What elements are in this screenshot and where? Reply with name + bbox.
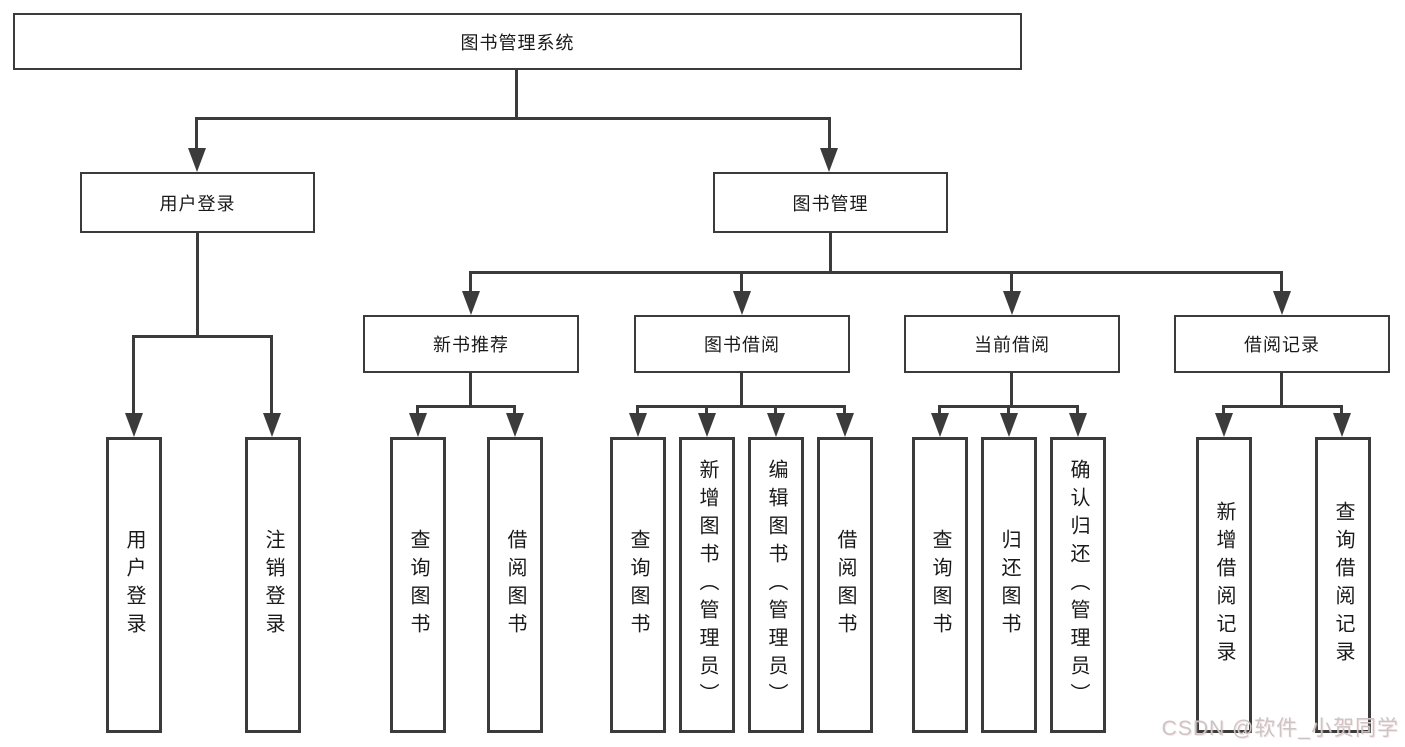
arrowhead-icon	[1000, 413, 1018, 437]
node-borrow-records: 借阅记录	[1174, 315, 1390, 373]
connector	[1076, 405, 1079, 415]
connector	[1010, 373, 1013, 408]
leaf-query-book-borrowing: 查询图书	[610, 437, 666, 733]
arrowhead-icon	[1333, 413, 1351, 437]
arrowhead-icon	[409, 413, 427, 437]
connector	[705, 405, 708, 415]
arrowhead-icon	[629, 413, 647, 437]
connector	[1010, 271, 1013, 293]
arrowhead-icon	[931, 413, 949, 437]
connector	[828, 117, 831, 150]
node-label: 查询借阅记录	[1332, 501, 1354, 669]
connector	[740, 373, 743, 408]
node-label: 确认归还（管理员）	[1067, 459, 1089, 711]
node-label: 当前借阅	[974, 335, 1050, 355]
node-new-book-recommend: 新书推荐	[363, 315, 579, 373]
node-label: 用户登录	[159, 193, 236, 214]
connector	[515, 70, 518, 118]
connector	[469, 373, 472, 408]
node-library-system-root: 图书管理系统	[13, 13, 1022, 70]
node-label: 图书管理系统	[460, 32, 575, 53]
connector	[132, 335, 273, 338]
arrowhead-icon	[1273, 291, 1291, 315]
connector	[195, 117, 198, 150]
node-label: 新增借阅记录	[1213, 501, 1235, 669]
arrowhead-icon	[1003, 291, 1021, 315]
leaf-query-book-current: 查询图书	[912, 437, 968, 733]
csdn-watermark: CSDN @软件_小贺同学	[1161, 717, 1399, 740]
connector	[195, 117, 831, 120]
connector	[1340, 405, 1343, 415]
node-book-management: 图书管理	[713, 172, 948, 233]
node-user-login: 用户登录	[80, 172, 315, 233]
leaf-logout: 注销登录	[245, 437, 301, 733]
connector	[469, 271, 472, 293]
connector	[740, 271, 743, 293]
arrowhead-icon	[188, 148, 206, 172]
connector	[513, 405, 516, 415]
arrowhead-icon	[462, 291, 480, 315]
connector	[1280, 373, 1283, 408]
connector	[132, 335, 135, 415]
arrowhead-icon	[1069, 413, 1087, 437]
leaf-borrow-book-borrowing: 借阅图书	[817, 437, 873, 733]
connector	[416, 405, 419, 415]
node-label: 新书推荐	[433, 335, 509, 355]
connector	[829, 233, 832, 273]
leaf-add-borrow-record: 新增借阅记录	[1196, 437, 1252, 733]
leaf-borrow-book-recommend: 借阅图书	[487, 437, 543, 733]
connector	[774, 405, 777, 415]
node-book-borrowing: 图书借阅	[634, 315, 850, 373]
arrowhead-icon	[125, 413, 143, 437]
node-label: 查询图书	[407, 529, 429, 641]
node-label: 归还图书	[998, 529, 1020, 641]
node-label: 借阅图书	[834, 529, 856, 641]
arrowhead-icon	[767, 413, 785, 437]
leaf-confirm-return-admin: 确认归还（管理员）	[1050, 437, 1106, 733]
node-current-borrowing: 当前借阅	[904, 315, 1120, 373]
connector	[469, 271, 1283, 274]
node-label: 借阅记录	[1244, 335, 1320, 355]
node-label: 图书管理	[792, 193, 869, 214]
node-label: 图书借阅	[704, 335, 780, 355]
connector	[1222, 405, 1225, 415]
node-label: 用户登录	[123, 529, 145, 641]
node-label: 查询图书	[929, 529, 951, 641]
connector	[636, 405, 846, 408]
node-label: 新增图书（管理员）	[696, 459, 718, 711]
arrowhead-icon	[698, 413, 716, 437]
connector	[196, 233, 199, 337]
connector	[843, 405, 846, 415]
node-label: 查询图书	[627, 529, 649, 641]
leaf-return-book: 归还图书	[981, 437, 1037, 733]
leaf-edit-book-admin: 编辑图书（管理员）	[748, 437, 804, 733]
connector	[1280, 271, 1283, 293]
arrowhead-icon	[506, 413, 524, 437]
connector	[636, 405, 639, 415]
arrowhead-icon	[836, 413, 854, 437]
arrowhead-icon	[263, 413, 281, 437]
arrowhead-icon	[1215, 413, 1233, 437]
leaf-query-borrow-record: 查询借阅记录	[1315, 437, 1371, 733]
node-label: 注销登录	[262, 529, 284, 641]
connector	[1007, 405, 1010, 415]
connector	[416, 405, 516, 408]
arrowhead-icon	[820, 148, 838, 172]
connector	[1222, 405, 1343, 408]
leaf-query-book-recommend: 查询图书	[390, 437, 446, 733]
leaf-add-book-admin: 新增图书（管理员）	[679, 437, 735, 733]
node-label: 借阅图书	[504, 529, 526, 641]
arrowhead-icon	[733, 291, 751, 315]
connector	[270, 335, 273, 415]
connector	[938, 405, 941, 415]
node-label: 编辑图书（管理员）	[765, 459, 787, 711]
leaf-user-login: 用户登录	[106, 437, 162, 733]
